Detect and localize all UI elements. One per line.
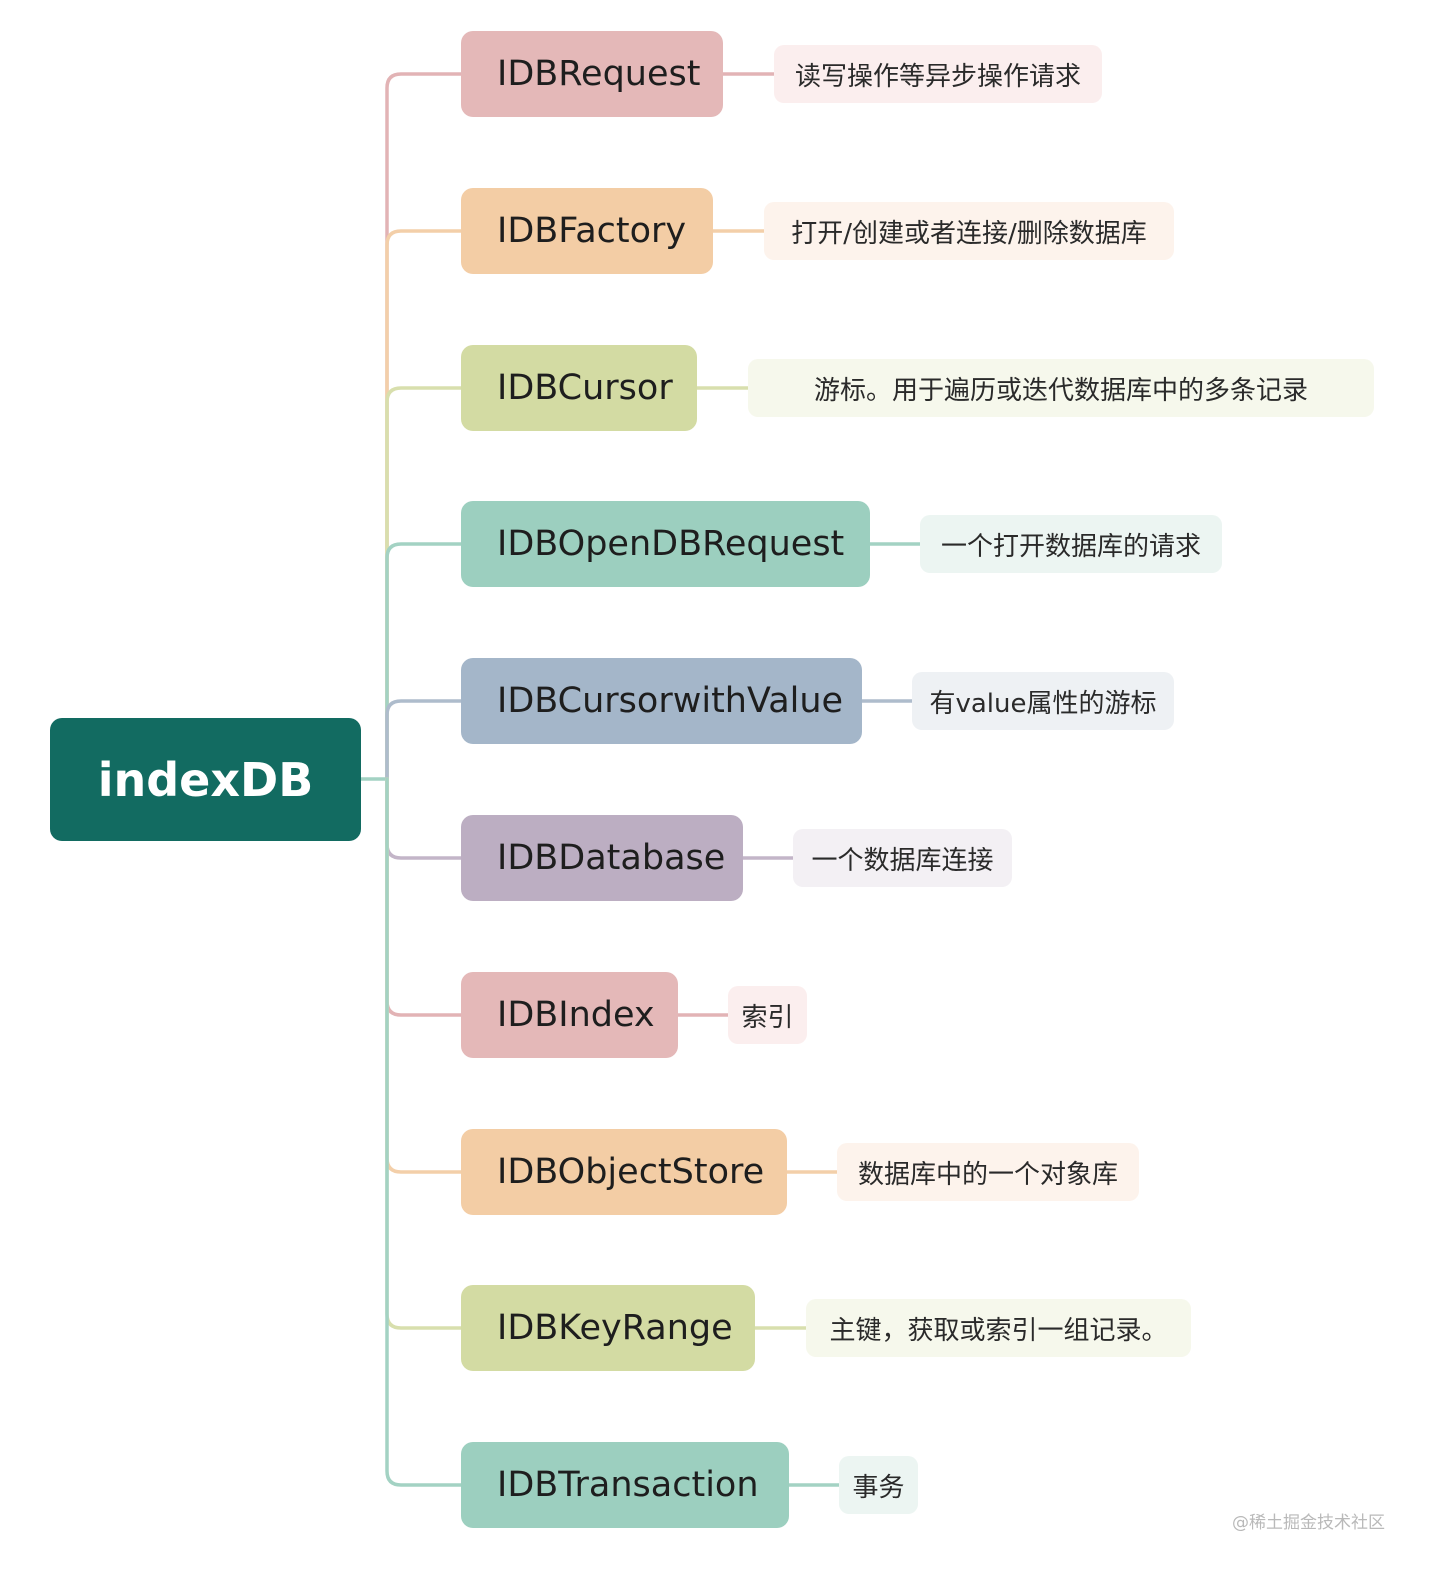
topic-node: IDBDatabase xyxy=(461,815,743,901)
topic-node: IDBCursor xyxy=(461,345,697,431)
branch-line xyxy=(385,542,463,781)
topic-node: IDBTransaction xyxy=(461,1442,789,1528)
topic-node: IDBKeyRange xyxy=(461,1285,755,1371)
branch-line xyxy=(385,699,463,781)
topic-note: 打开/创建或者连接/删除数据库 xyxy=(764,202,1174,260)
topic-note: 游标。用于遍历或迭代数据库中的多条记录 xyxy=(748,359,1374,417)
topic-note: 索引 xyxy=(728,986,807,1044)
topic-note: 事务 xyxy=(839,1456,918,1514)
topic-node: IDBIndex xyxy=(461,972,678,1058)
root-node: indexDB xyxy=(50,718,361,841)
branch-line xyxy=(385,229,463,781)
topic-node: IDBOpenDBRequest xyxy=(461,501,870,587)
branch-line xyxy=(385,777,463,1174)
topic-note: 主键，获取或索引一组记录。 xyxy=(806,1299,1191,1357)
topic-node: IDBFactory xyxy=(461,188,713,274)
branch-line xyxy=(385,777,463,860)
watermark: @稀土掘金技术社区 xyxy=(1232,1513,1385,1533)
topic-note: 一个数据库连接 xyxy=(793,829,1012,887)
topic-node: IDBCursorwithValue xyxy=(461,658,862,744)
branch-line xyxy=(385,386,463,781)
topic-note: 读写操作等异步操作请求 xyxy=(774,45,1102,103)
topic-note: 一个打开数据库的请求 xyxy=(920,515,1222,573)
topic-note: 数据库中的一个对象库 xyxy=(837,1143,1139,1201)
branch-line xyxy=(385,777,463,1330)
branch-line xyxy=(385,777,463,1487)
topic-note: 有value属性的游标 xyxy=(912,672,1174,730)
branch-line xyxy=(385,777,463,1017)
branch-line xyxy=(385,72,463,781)
topic-node: IDBObjectStore xyxy=(461,1129,787,1215)
topic-node: IDBRequest xyxy=(461,31,723,117)
